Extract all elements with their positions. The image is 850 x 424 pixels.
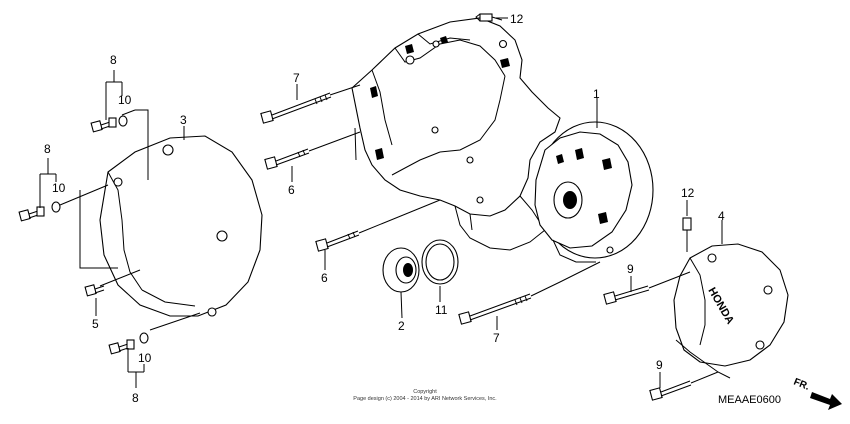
front-arrow-icon bbox=[810, 392, 842, 410]
callout-5: 5 bbox=[92, 317, 99, 331]
dowel-pin-12-top bbox=[475, 13, 493, 22]
part-2-oil-seal bbox=[382, 247, 420, 293]
callout-labels: 1 2 3 4 5 6 6 7 7 8 8 8 9 9 10 10 10 11 … bbox=[44, 12, 725, 405]
part-11-o-ring bbox=[421, 239, 459, 285]
bolt-5 bbox=[84, 284, 105, 297]
callout-12-right: 12 bbox=[681, 186, 695, 200]
callout-10-middle: 10 bbox=[52, 181, 66, 195]
callout-8-middle: 8 bbox=[44, 142, 51, 156]
bolt-7-lower bbox=[458, 293, 532, 325]
callout-6-lower: 6 bbox=[321, 271, 328, 285]
copyright-line-2: Page design (c) 2004 - 2014 by ARI Netwo… bbox=[353, 396, 497, 402]
bolt-set-8-middle bbox=[18, 201, 61, 222]
callout-10-top: 10 bbox=[118, 93, 132, 107]
bolt-set-8-bottom bbox=[108, 332, 149, 355]
callout-7-upper: 7 bbox=[293, 71, 300, 85]
callout-12-top: 12 bbox=[510, 12, 524, 26]
diagram-code: MEAAE0600 bbox=[718, 394, 781, 406]
callout-9-lower: 9 bbox=[656, 358, 663, 372]
callout-4: 4 bbox=[718, 209, 725, 223]
leader-lines bbox=[39, 17, 723, 388]
callout-8-top: 8 bbox=[110, 53, 117, 67]
part-1-clutch-cover bbox=[534, 121, 654, 263]
bolt-9-upper bbox=[603, 285, 650, 305]
front-marker-text: FR. bbox=[792, 377, 811, 393]
callout-11: 11 bbox=[435, 303, 448, 317]
bolt-6-upper bbox=[264, 148, 310, 170]
copyright-line-1: Copyright bbox=[413, 389, 437, 395]
callout-7-lower: 7 bbox=[493, 331, 500, 345]
part-4-emblem-cover: HONDA bbox=[673, 243, 789, 379]
copyright-notice: Copyright Page design (c) 2004 - 2014 by… bbox=[353, 389, 497, 402]
alignment-lines bbox=[59, 16, 719, 384]
dowel-pin-12-right bbox=[682, 217, 692, 231]
callout-6-upper: 6 bbox=[288, 183, 295, 197]
bolt-set-8-top bbox=[90, 115, 128, 133]
bolt-6-lower bbox=[315, 230, 360, 252]
bolt-9-lower bbox=[649, 380, 692, 401]
bolt-7-upper bbox=[260, 92, 332, 124]
part-3-cover bbox=[99, 135, 263, 317]
callout-9-upper: 9 bbox=[627, 262, 634, 276]
callout-2: 2 bbox=[398, 319, 405, 333]
crankcase-cover bbox=[351, 17, 561, 251]
callout-3: 3 bbox=[180, 113, 187, 127]
front-direction-marker: FR. bbox=[792, 377, 842, 410]
callout-10-bottom: 10 bbox=[138, 351, 152, 365]
callout-8-bottom: 8 bbox=[132, 391, 139, 405]
callout-1: 1 bbox=[593, 87, 600, 101]
